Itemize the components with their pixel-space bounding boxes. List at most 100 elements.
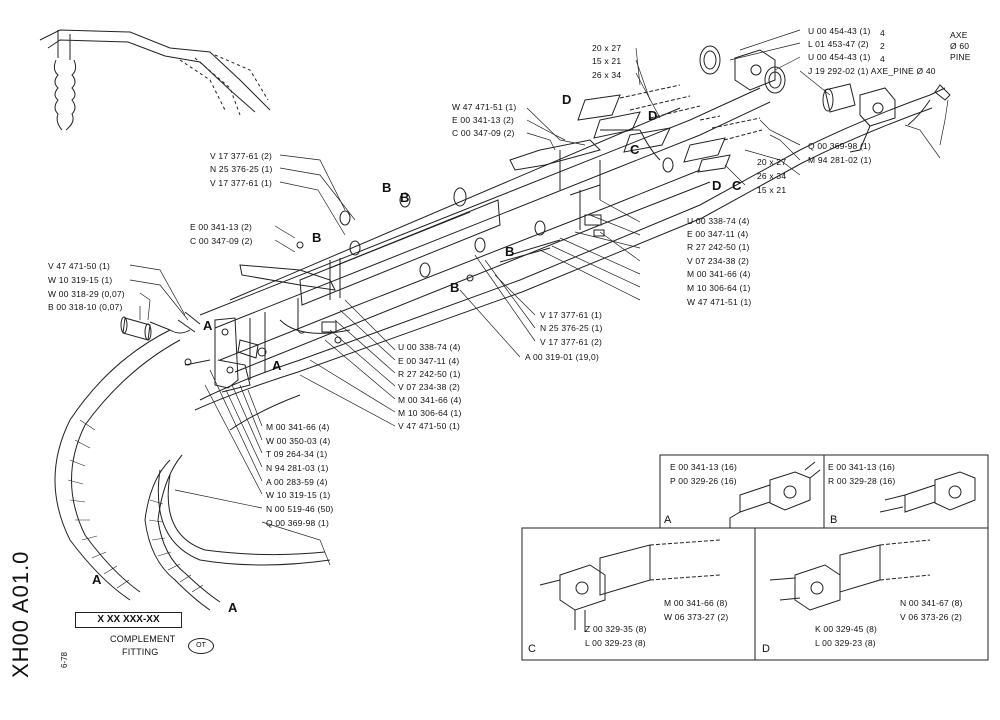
size-15x21-b: 15 x 21 (757, 185, 787, 195)
label-a00-319-01: A 00 319-01 (19,0) (525, 352, 600, 362)
size-20x27-a: 20 x 27 (592, 43, 622, 53)
label-v47-471-50-left: V 47 471-50 (1) (48, 261, 111, 271)
ot-oval-mark: OT (188, 638, 214, 654)
label-u00-454-43-b: U 00 454-43 (1) (808, 52, 871, 62)
label-l01-453-47: L 01 453-47 (2) (808, 39, 869, 49)
detail-b-label-1: E 00 341-13 (16) (828, 462, 895, 472)
axe-label: AXE (950, 30, 968, 40)
callout-b-4: B (450, 280, 460, 295)
detail-d-letter: D (762, 643, 770, 655)
size-20x27-b: 20 x 27 (757, 157, 787, 167)
axe-mark-1: 4 (880, 28, 885, 38)
callout-a-4: A (228, 600, 238, 615)
sheet-date: 6-78 (60, 651, 69, 668)
label-w00-350-03: W 00 350-03 (4) (266, 436, 331, 446)
label-v07-234-38-c: V 07 234-38 (2) (398, 382, 461, 392)
detail-a-art (729, 461, 821, 528)
detail-d-label-3: K 00 329-45 (8) (815, 624, 878, 634)
label-q00-369-98-l: Q 00 369-98 (1) (266, 518, 330, 528)
label-r27-242-50-c: R 27 242-50 (1) (398, 369, 461, 379)
callout-a-3: A (92, 572, 102, 587)
label-c00-347-09-top: C 00 347-09 (2) (452, 128, 515, 138)
pine-label: PINE (950, 52, 971, 62)
machine-thumbnail (39, 29, 271, 131)
axe-mark-2: 2 (880, 41, 885, 51)
label-e00-341-13-top: E 00 341-13 (2) (452, 115, 515, 125)
size-26x34-a: 26 x 34 (592, 70, 622, 80)
label-u00-338-74-r: U 00 338-74 (4) (687, 216, 750, 226)
label-n00-519-46: N 00 519-46 (50) (266, 504, 334, 514)
label-w00-318-29: W 00 318-29 (0,07) (48, 289, 125, 299)
label-b00-318-10: B 00 318-10 (0,07) (48, 302, 123, 312)
callout-c-1: C (630, 142, 640, 157)
label-u00-338-74-c: U 00 338-74 (4) (398, 342, 461, 352)
detail-c-art (539, 539, 721, 632)
label-m00-341-66-r: M 00 341-66 (4) (687, 269, 751, 279)
detail-a-label-2: P 00 329-26 (16) (670, 476, 737, 486)
label-n25-376-25-a: N 25 376-25 (1) (210, 164, 273, 174)
detail-b-label-2: R 00 329-28 (16) (828, 476, 896, 486)
callout-d-2: D (648, 108, 658, 123)
label-v17-377-61-c: V 17 377-61 (1) (540, 310, 603, 320)
detail-a-letter: A (664, 514, 672, 526)
title-line-1: COMPLEMENT (110, 634, 176, 644)
label-r27-242-50-r: R 27 242-50 (1) (687, 242, 750, 252)
boom-fittings (120, 139, 674, 366)
label-t09-264-34: T 09 264-34 (1) (266, 449, 328, 459)
label-v17-377-61-d: V 17 377-61 (2) (540, 337, 603, 347)
callout-a-1: A (203, 318, 213, 333)
label-e00-341-13-mid: E 00 341-13 (2) (190, 222, 253, 232)
leader-lines (129, 29, 949, 566)
axe-mark-3: 4 (880, 54, 885, 64)
label-m94-281-02: M 94 281-02 (1) (808, 155, 872, 165)
part-number-box: X XX XXX-XX (75, 612, 182, 628)
label-v47-471-50-c: V 47 471-50 (1) (398, 421, 461, 431)
detail-c-label-2: W 06 373-27 (2) (664, 612, 729, 622)
detail-c-label-3: Z 00 329-35 (8) (585, 624, 647, 634)
label-v17-377-61-b: V 17 377-61 (1) (210, 178, 273, 188)
callout-a-2: A (272, 358, 282, 373)
label-n94-281-03: N 94 281-03 (1) (266, 463, 329, 473)
fitting-stacks (577, 84, 763, 173)
callout-b-5: B (400, 190, 410, 205)
boom-structure (199, 87, 771, 380)
detail-d-art (769, 539, 931, 611)
callout-d-3: D (712, 178, 722, 193)
callout-c-2: C (732, 178, 742, 193)
label-u00-454-43-a: U 00 454-43 (1) (808, 26, 871, 36)
label-w10-319-15-left: W 10 319-15 (1) (48, 275, 113, 285)
label-m00-341-66-l: M 00 341-66 (4) (266, 422, 330, 432)
label-m10-306-64-c: M 10 306-64 (1) (398, 408, 462, 418)
detail-d-label-4: L 00 329-23 (8) (815, 638, 876, 648)
detail-frames (521, 454, 989, 661)
label-w47-471-51-top: W 47 471-51 (1) (452, 102, 517, 112)
callout-b-3: B (505, 244, 515, 259)
detail-b-letter: B (830, 514, 838, 526)
label-n25-376-25-b: N 25 376-25 (1) (540, 323, 603, 333)
detail-a-label-1: E 00 341-13 (16) (670, 462, 737, 472)
title-line-2: FITTING (122, 647, 159, 657)
label-m00-341-66-c: M 00 341-66 (4) (398, 395, 462, 405)
callout-b-1: B (382, 180, 392, 195)
size-15x21-a: 15 x 21 (592, 56, 622, 66)
hydraulic-hoses (54, 87, 946, 611)
label-j19-292-02: J 19 292-02 (1) AXE_PINE Ø 40 (808, 66, 936, 76)
label-v17-377-61-a: V 17 377-61 (2) (210, 151, 273, 161)
detail-d-label-1: N 00 341-67 (8) (900, 598, 963, 608)
label-c00-347-09-mid: C 00 347-09 (2) (190, 236, 253, 246)
label-w10-319-15-l: W 10 319-15 (1) (266, 490, 331, 500)
hose-braid (67, 419, 204, 593)
label-e00-347-11-c: E 00 347-11 (4) (398, 356, 460, 366)
pivot-parts (699, 45, 951, 153)
axe-dia-label: Ø 60 (950, 41, 970, 51)
size-26x34-b: 26 x 34 (757, 171, 787, 181)
label-e00-347-11-r: E 00 347-11 (4) (687, 229, 749, 239)
detail-d-label-2: V 06 373-26 (2) (900, 612, 963, 622)
label-m10-306-64-r: M 10 306-64 (1) (687, 283, 751, 293)
detail-c-label-4: L 00 329-23 (8) (585, 638, 646, 648)
label-q00-369-98-a: Q 00 369-98 (1) (808, 141, 872, 151)
detail-c-label-1: M 00 341-66 (8) (664, 598, 728, 608)
label-v07-234-38-r: V 07 234-38 (2) (687, 256, 750, 266)
